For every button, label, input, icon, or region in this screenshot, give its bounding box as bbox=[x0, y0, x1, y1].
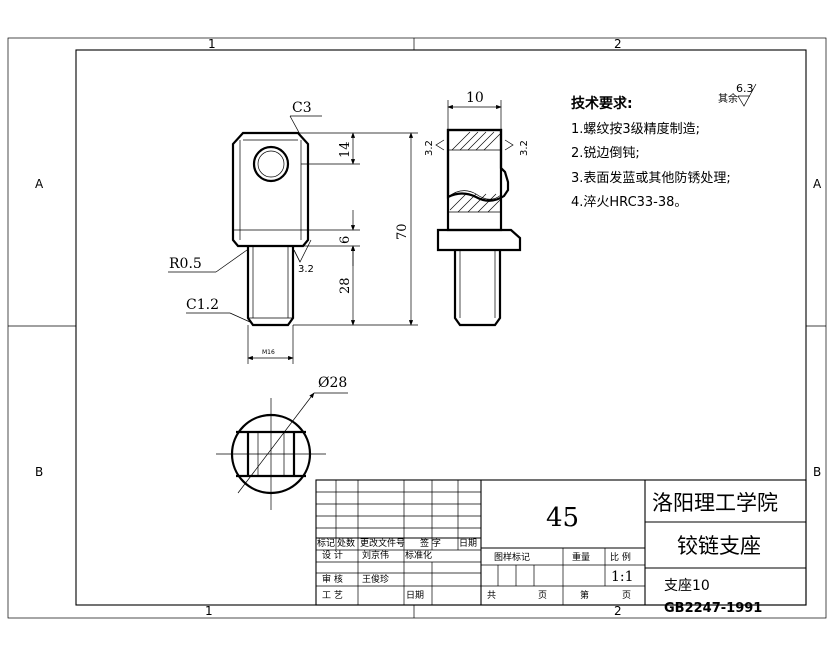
total-sheets-label: 共 bbox=[487, 590, 496, 601]
requirement-3: 3.表面发蓝或其他防锈处理; bbox=[571, 170, 731, 186]
weight-label: 重量 bbox=[572, 551, 590, 563]
standard-number: GB2247-1991 bbox=[664, 601, 762, 616]
date-label: 日期 bbox=[406, 590, 424, 601]
dim-c3: C3 bbox=[292, 100, 312, 116]
process-label: 工 艺 bbox=[322, 590, 343, 601]
dim-dia28: Ø28 bbox=[318, 375, 347, 391]
design-label: 设 计 bbox=[322, 549, 343, 561]
row-label-date: 日期 bbox=[459, 538, 477, 549]
row-label-sign: 签 字 bbox=[420, 537, 441, 549]
frame bbox=[7, 37, 827, 619]
dim-28: 28 bbox=[338, 277, 353, 294]
review-label: 审 核 bbox=[322, 573, 343, 585]
zone-row-a-left: A bbox=[35, 177, 44, 191]
rough-front: 3.2 bbox=[298, 264, 314, 275]
zone-col1-top: 1 bbox=[208, 37, 216, 51]
dim-70: 70 bbox=[395, 223, 410, 240]
title-block bbox=[315, 479, 807, 606]
rough-side-right: 3.2 bbox=[519, 140, 530, 156]
school-name: 洛阳理工学院 bbox=[652, 491, 778, 515]
requirement-1: 1.螺纹按3级精度制造; bbox=[571, 121, 700, 137]
scale-value: 1:1 bbox=[611, 569, 634, 585]
page-no-label: 第 bbox=[580, 589, 589, 601]
zone-row-b-left: B bbox=[35, 465, 43, 479]
scale-label: 比 例 bbox=[610, 551, 631, 563]
row-label-count: 处数 bbox=[337, 537, 355, 549]
drawing-number: 支座10 bbox=[664, 578, 710, 594]
zone-col2-top: 2 bbox=[614, 37, 622, 51]
standardization-label: 标准化 bbox=[405, 549, 432, 561]
dim-r05: R0.5 bbox=[169, 256, 202, 272]
material-quantity: 45 bbox=[546, 503, 579, 533]
roughness-remain-label: 其余 bbox=[718, 92, 738, 105]
page-label: 页 bbox=[622, 590, 631, 601]
requirements-title: 技术要求: bbox=[571, 95, 633, 112]
dim-6: 6 bbox=[338, 236, 353, 244]
requirement-4: 4.淬火HRC33-38。 bbox=[571, 195, 687, 210]
zone-col2-bottom: 2 bbox=[614, 604, 622, 618]
section-view bbox=[216, 392, 348, 510]
side-view-labels: 10 3.2 3.2 bbox=[424, 90, 530, 156]
side-view-hatch bbox=[449, 131, 501, 213]
reviewer-name: 王俊珍 bbox=[362, 573, 389, 585]
stage-mark-label: 图样标记 bbox=[494, 551, 530, 563]
sheets-label: 页 bbox=[538, 590, 547, 601]
dim-14: 14 bbox=[338, 141, 353, 158]
dim-c12: C1.2 bbox=[186, 297, 219, 313]
zone-col1-bottom: 1 bbox=[205, 604, 213, 618]
dim-m16: M16 bbox=[262, 349, 275, 356]
row-label-change: 更改文件号 bbox=[360, 537, 405, 549]
dim-width-10: 10 bbox=[466, 90, 484, 106]
front-view-labels: C3 14 70 6 28 R0.5 C1.2 M16 3.2 bbox=[169, 100, 410, 356]
row-label-mark: 标记 bbox=[317, 537, 335, 549]
designer-name: 刘京伟 bbox=[362, 549, 389, 561]
title-block-text: 洛阳理工学院 铰链支座 45 支座10 GB2247-1991 标记 处数 更改… bbox=[317, 491, 778, 616]
side-view bbox=[435, 100, 522, 327]
rough-side-left: 3.2 bbox=[424, 140, 435, 156]
roughness-remain-value: 6.3 bbox=[736, 82, 754, 95]
requirement-2: 2.锐边倒钝; bbox=[571, 146, 640, 161]
front-view bbox=[168, 115, 418, 364]
zone-labels: 1 2 1 2 A A B B bbox=[35, 37, 822, 618]
roughness-symbol bbox=[737, 83, 757, 107]
part-name: 铰链支座 bbox=[677, 534, 761, 558]
zone-row-a-right: A bbox=[813, 177, 822, 191]
technical-requirements: 技术要求: 1.螺纹按3级精度制造; 2.锐边倒钝; 3.表面发蓝或其他防锈处理… bbox=[571, 82, 757, 210]
zone-row-b-right: B bbox=[813, 465, 821, 479]
